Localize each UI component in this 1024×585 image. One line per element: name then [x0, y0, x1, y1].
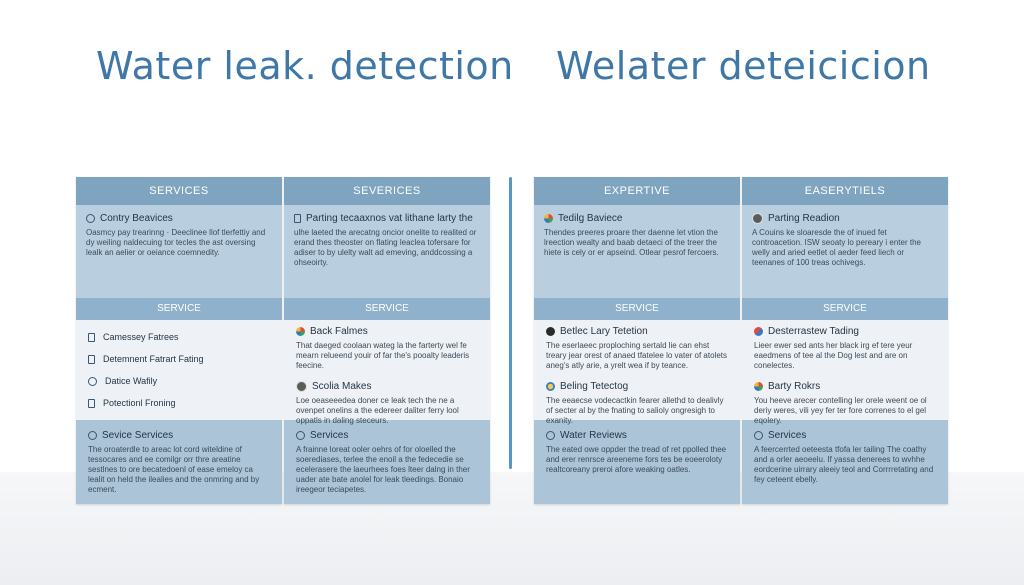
- entry-body: A Couins ke sloaresde the of inued fet c…: [752, 228, 921, 267]
- list-item-title: Betlec Lary Tetetion: [560, 326, 648, 337]
- service-list: Betlec Lary Tetetion The eserlaeec propl…: [534, 320, 740, 425]
- person-icon: [296, 381, 307, 392]
- entry-body: Oasmcy pay trearinng · Deeclinee llof tl…: [86, 228, 266, 257]
- column-header: SEVERICES: [284, 177, 490, 205]
- ring-icon: [546, 431, 555, 440]
- globe-icon: [296, 327, 305, 336]
- column-intro: Tedilg Baviece Thendes preeres proare th…: [534, 205, 740, 298]
- list-item[interactable]: Barty Rokrs You heeve arecer contelling …: [754, 381, 936, 426]
- list-item-body: Loe oeaseeedea doner ce leak tech the ne…: [296, 396, 459, 425]
- list-item-title: Scolia Makes: [312, 381, 372, 392]
- list-item[interactable]: Betlec Lary Tetetion The eserlaeec propl…: [546, 326, 728, 371]
- column-intro: Contry Beavices Oasmcy pay trearinng · D…: [76, 205, 282, 298]
- section-header: SERVICE: [534, 298, 740, 320]
- list-item-title: Desterrastew Tading: [768, 326, 859, 337]
- sun-icon: [546, 382, 555, 391]
- list-item-body: The eserlaeec proploching sertald lie ca…: [546, 341, 727, 370]
- section-header: SERVICE: [742, 298, 948, 320]
- list-item-body: Lieer ewer sed ants her black irg ef ter…: [754, 341, 913, 370]
- entry-title: Parting Readion: [768, 213, 840, 224]
- pencil-icon: [754, 327, 763, 336]
- column-header: EASERYTIELS: [742, 177, 948, 205]
- service-list: Desterrastew Tading Lieer ewer sed ants …: [742, 320, 948, 425]
- list-item[interactable]: Potectionl Froning: [88, 392, 270, 414]
- list-item[interactable]: Camessey Fatrees: [88, 326, 270, 348]
- list-item[interactable]: Beling Tetectog The eeaecse vodecactkin …: [546, 381, 728, 426]
- list-item-body: That daeged coolaan wateg la the fartert…: [296, 341, 470, 370]
- list-item-title: Back Falmes: [310, 326, 368, 337]
- entry-title: Services: [310, 430, 349, 441]
- column-header: EXPERTIVE: [534, 177, 740, 205]
- entry-body: A frainne loreat ooler oehrs of for oloe…: [296, 445, 470, 494]
- column-footer: Sevice Services The oroaterdle to areac …: [76, 420, 282, 504]
- service-column-3: EXPERTIVE Tedilg Baviece Thendes preeres…: [534, 177, 740, 504]
- entry-body: Thendes preeres proare ther daenne let v…: [544, 228, 719, 257]
- list-item-body: The eeaecse vodecactkin fearer allethd t…: [546, 396, 724, 425]
- page-title-right: Welater deteicicion: [556, 44, 931, 88]
- person-icon: [752, 213, 763, 224]
- list-item-label: Detemnent Fatrart Fating: [103, 354, 204, 364]
- globe-icon: [754, 382, 763, 391]
- document-icon: [294, 214, 301, 223]
- service-column-2: SEVERICES Parting tecaaxnos vat lithane …: [284, 177, 490, 504]
- list-item[interactable]: Scolia Makes Loe oeaseeedea doner ce lea…: [296, 381, 478, 426]
- service-list: Back Falmes That daeged coolaan wateg la…: [284, 320, 490, 425]
- service-column-4: EASERYTIELS Parting Readion A Couins ke …: [742, 177, 948, 504]
- list-item[interactable]: Detemnent Fatrart Fating: [88, 348, 270, 370]
- list-item-label: Camessey Fatrees: [103, 332, 179, 342]
- section-header: SERVICE: [284, 298, 490, 320]
- list-item-label: Potectionl Froning: [103, 398, 176, 408]
- entry-body: A feercerrted oeteesta tfofa ler tailing…: [754, 445, 934, 484]
- column-intro: Parting tecaaxnos vat lithane larty the …: [284, 205, 490, 298]
- list-item-body: You heeve arecer contelling ler orele we…: [754, 396, 927, 425]
- entry-title: Contry Beavices: [100, 213, 173, 224]
- ring-icon: [88, 376, 97, 386]
- list-item[interactable]: Datice Wafily: [88, 370, 270, 392]
- column-header: SERVICES: [76, 177, 282, 205]
- column-footer: Services A feercerrted oeteesta tfofa le…: [742, 420, 948, 504]
- column-footer: Water Reviews The eated owe oppder the t…: [534, 420, 740, 504]
- ring-icon: [754, 431, 763, 440]
- service-list: Camessey Fatrees Detemnent Fatrart Fatin…: [76, 320, 282, 420]
- entry-title: Services: [768, 430, 807, 441]
- entry-title: Sevice Services: [102, 430, 174, 441]
- entry-title: Tedilg Baviece: [558, 213, 623, 224]
- document-icon: [88, 354, 95, 364]
- ring-icon: [296, 431, 305, 440]
- entry-body: The oroaterdle to areac lot cord witeldi…: [88, 445, 260, 494]
- column-intro: Parting Readion A Couins ke sloaresde th…: [742, 205, 948, 298]
- list-item-title: Beling Tetectog: [560, 381, 629, 392]
- entry-title: Water Reviews: [560, 430, 627, 441]
- list-item-label: Datice Wafily: [105, 376, 158, 386]
- ring-icon: [86, 214, 95, 223]
- list-item-title: Barty Rokrs: [768, 381, 821, 392]
- globe-icon: [544, 214, 553, 223]
- section-header: SERVICE: [76, 298, 282, 320]
- entry-body: The eated owe oppder the tread of ret pp…: [546, 445, 727, 474]
- stop-icon: [546, 327, 555, 336]
- entry-title: Parting tecaaxnos vat lithane larty the: [306, 213, 473, 224]
- page-title-left: Water leak. detection: [96, 44, 514, 88]
- service-column-1: SERVICES Contry Beavices Oasmcy pay trea…: [76, 177, 282, 504]
- center-divider: [509, 177, 512, 469]
- list-item[interactable]: Desterrastew Tading Lieer ewer sed ants …: [754, 326, 936, 371]
- column-footer: Services A frainne loreat ooler oehrs of…: [284, 420, 490, 504]
- document-icon: [88, 332, 95, 342]
- list-item[interactable]: Back Falmes That daeged coolaan wateg la…: [296, 326, 478, 371]
- ring-icon: [88, 431, 97, 440]
- entry-body: ulhe laeted the arecatng oncior onelite …: [294, 228, 477, 267]
- document-icon: [88, 398, 95, 408]
